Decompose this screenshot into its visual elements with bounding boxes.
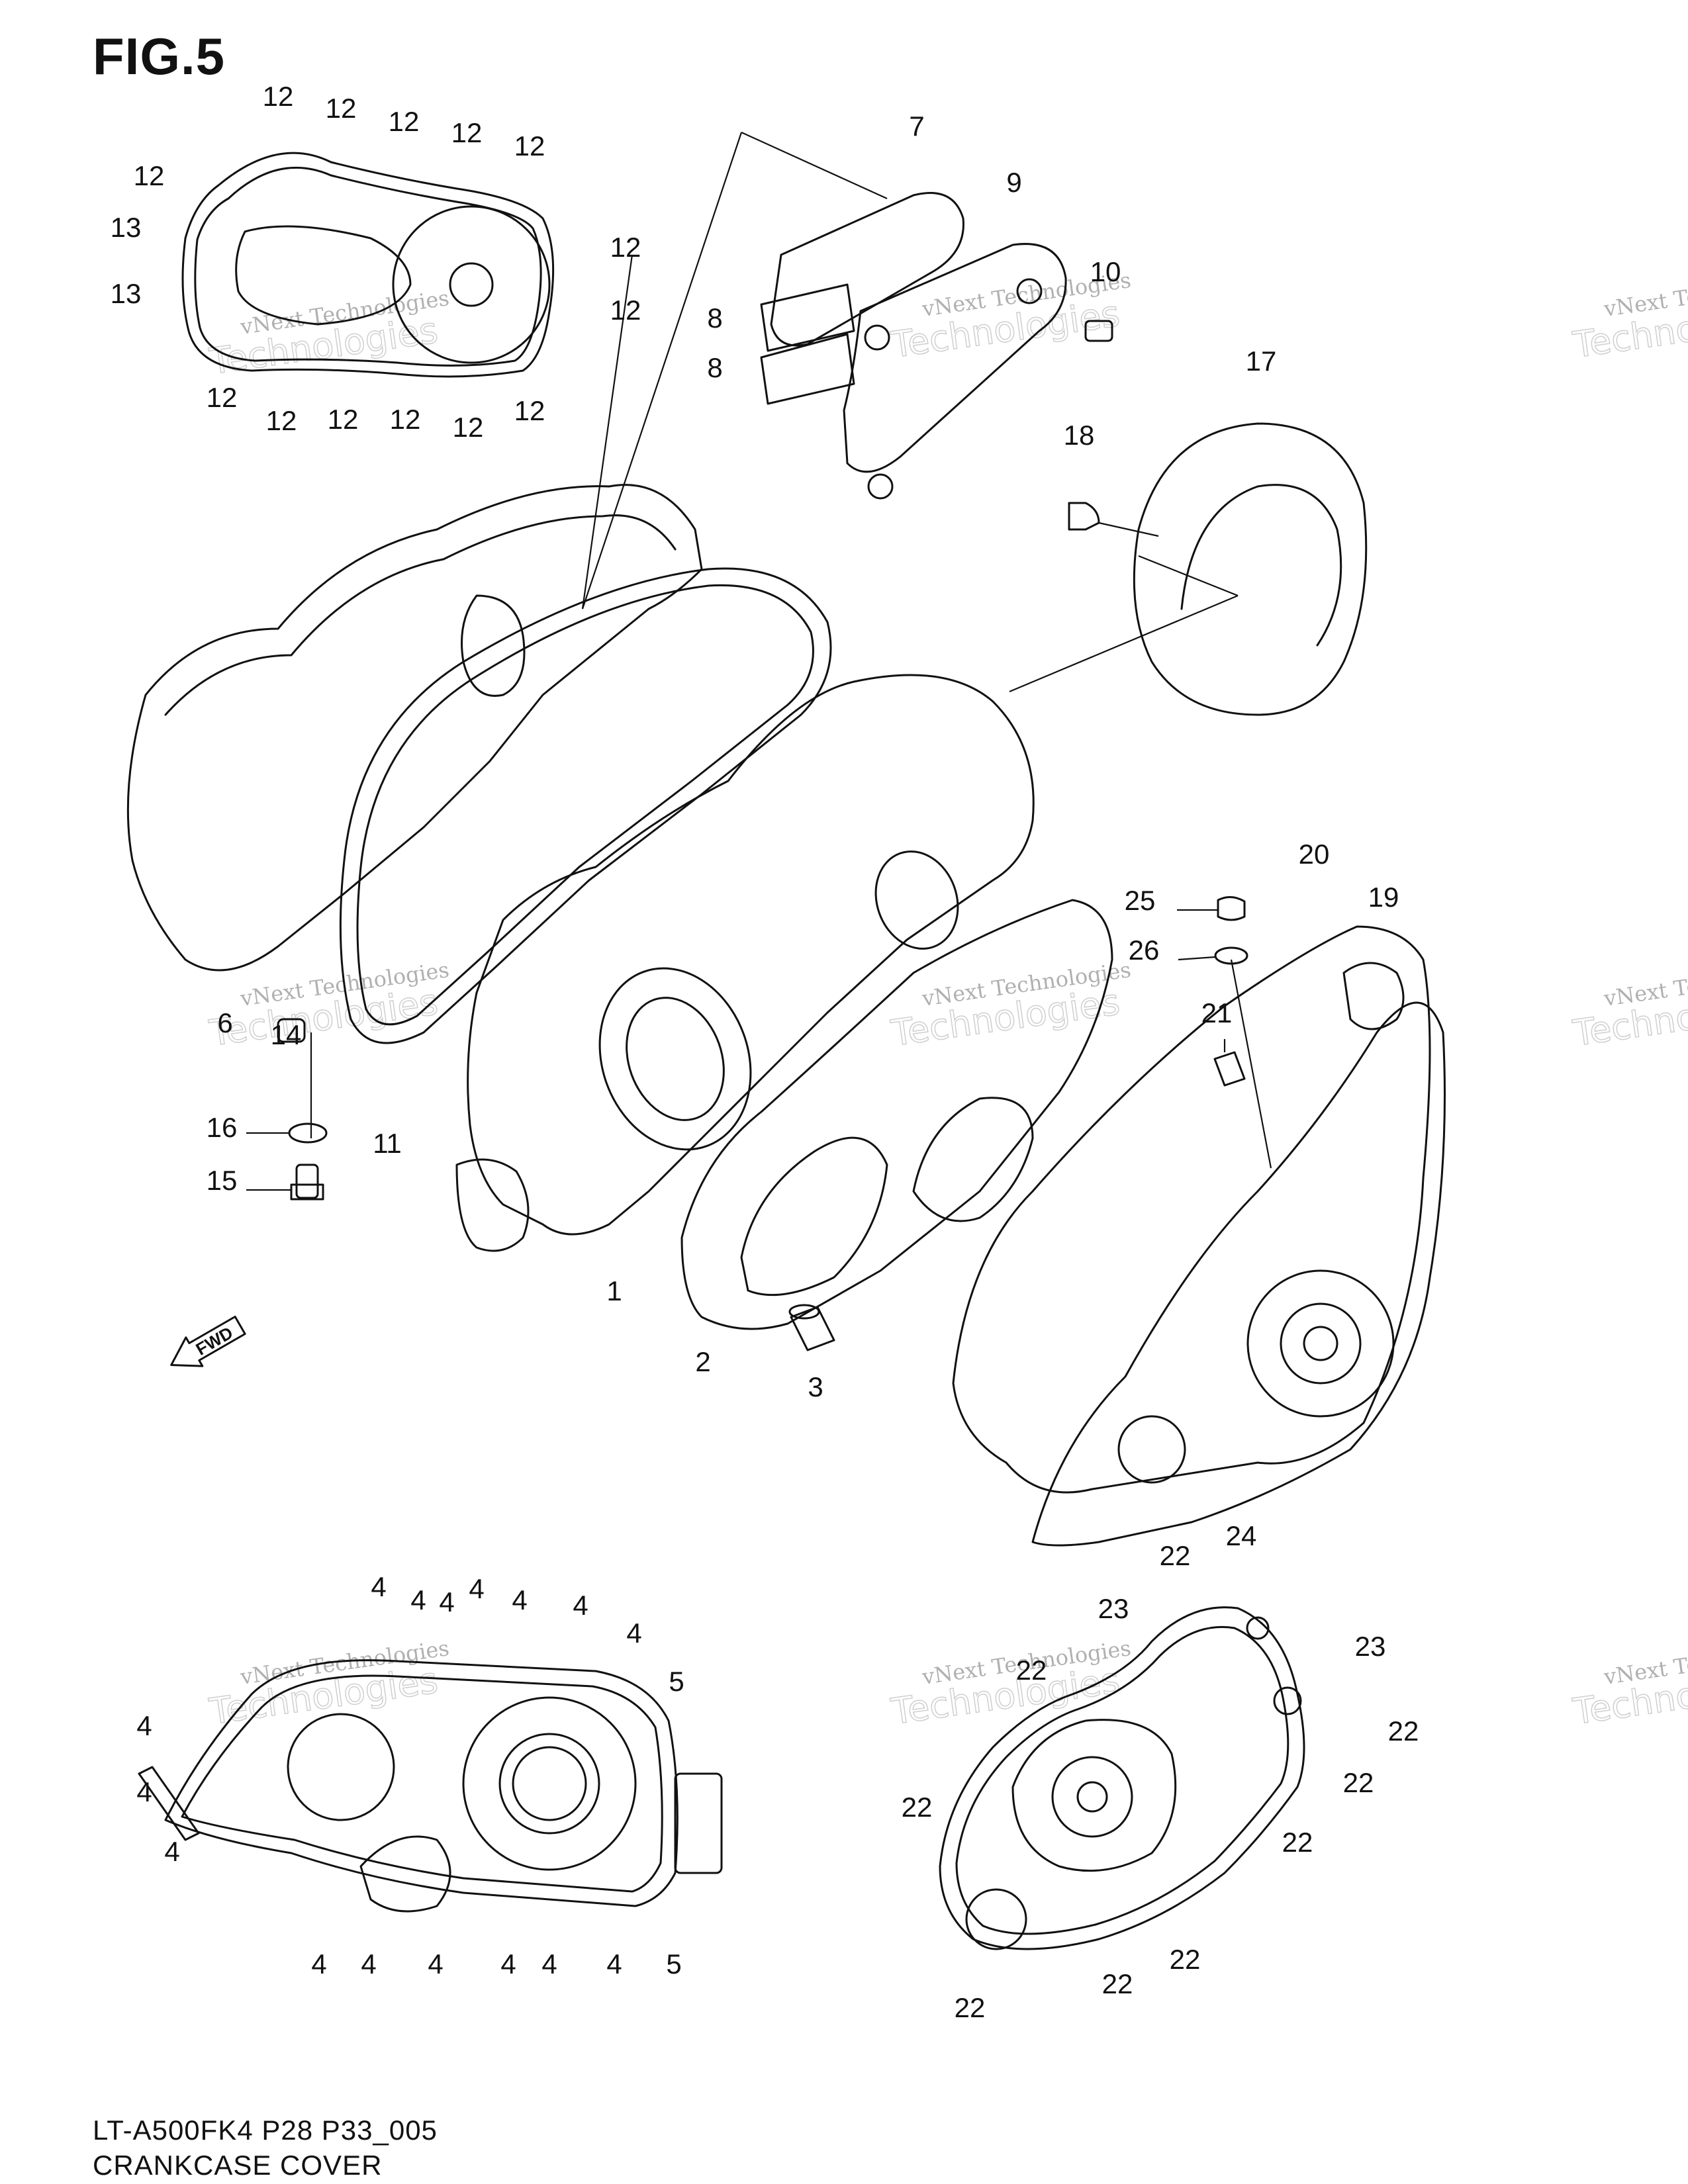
- callout-4: 4: [428, 1948, 443, 1979]
- clutch-cover-plate: [1009, 422, 1368, 716]
- callout-9: 9: [1006, 167, 1021, 198]
- callout-12: 12: [263, 81, 294, 112]
- callout-12: 12: [610, 232, 641, 263]
- callout-12: 12: [207, 382, 238, 413]
- callout-22: 22: [1388, 1715, 1419, 1747]
- callout-4: 4: [606, 1948, 622, 1979]
- callout-4: 4: [573, 1590, 588, 1621]
- callout-15: 15: [207, 1165, 238, 1196]
- callout-22: 22: [1016, 1655, 1047, 1686]
- callout-12: 12: [389, 106, 420, 137]
- crankcase-cover-1: [455, 674, 1035, 1252]
- cover-gasket-2: [680, 899, 1113, 1330]
- callout-22: 22: [1160, 1540, 1191, 1571]
- callout-22: 22: [1282, 1827, 1313, 1858]
- callout-4: 4: [500, 1948, 516, 1979]
- callout-12: 12: [514, 395, 545, 426]
- callout-12: 12: [514, 130, 545, 161]
- callout-4: 4: [136, 1776, 152, 1807]
- drain-bolt-parts: [246, 1018, 328, 1201]
- watermark-group: vNext Technologies Technologies vNext Te…: [206, 267, 1688, 1733]
- callout-2: 2: [695, 1346, 710, 1377]
- callout-22: 22: [902, 1792, 933, 1823]
- callout-4: 4: [439, 1586, 454, 1617]
- callout-12: 12: [453, 412, 484, 443]
- callout-22: 22: [955, 1992, 986, 2023]
- callout-4: 4: [361, 1948, 376, 1979]
- callout-14: 14: [271, 1019, 302, 1050]
- callout-5: 5: [666, 1948, 681, 1979]
- callout-12: 12: [390, 404, 421, 435]
- callout-12: 12: [266, 405, 297, 436]
- callout-4: 4: [136, 1710, 152, 1741]
- callout-12: 12: [451, 117, 483, 148]
- model-code: LT-A500FK4 P28 P33_005: [93, 2115, 438, 2146]
- callout-22: 22: [1170, 1944, 1201, 1975]
- callout-4: 4: [512, 1584, 527, 1615]
- callout-4: 4: [311, 1948, 326, 1979]
- callout-8: 8: [707, 352, 722, 383]
- section-title: CRANKCASE COVER: [93, 2150, 383, 2181]
- callout-17: 17: [1246, 345, 1277, 377]
- callout-4: 4: [164, 1836, 179, 1867]
- callout-23: 23: [1355, 1631, 1386, 1662]
- inset-cover-bolts: [138, 1659, 723, 1913]
- inset-cover-gasket: [181, 152, 555, 378]
- guide-plates: [741, 131, 1113, 500]
- crankcase-cover-main: [126, 132, 743, 972]
- callout-13: 13: [111, 212, 142, 243]
- callout-10: 10: [1090, 256, 1121, 287]
- callout-19: 19: [1368, 882, 1399, 913]
- cover-gasket: [339, 567, 832, 1044]
- callout-7: 7: [909, 111, 924, 142]
- dowel-pin: [788, 1304, 835, 1351]
- callout-12: 12: [610, 295, 641, 326]
- callout-1: 1: [606, 1275, 622, 1306]
- inset-magneto-bolts: [939, 1606, 1305, 1950]
- callout-4: 4: [541, 1948, 557, 1979]
- callout-24: 24: [1226, 1520, 1257, 1551]
- callout-8: 8: [707, 302, 722, 334]
- callout-11: 11: [373, 1128, 402, 1159]
- callout-5: 5: [669, 1666, 684, 1697]
- fwd-arrow: FWD: [170, 1316, 246, 1367]
- callout-22: 22: [1343, 1767, 1374, 1798]
- callout-4: 4: [626, 1617, 641, 1649]
- callout-12: 12: [134, 160, 165, 191]
- figure-title: FIG.5: [93, 27, 226, 85]
- callout-13: 13: [111, 278, 142, 309]
- callout-4: 4: [410, 1584, 426, 1615]
- callout-3: 3: [808, 1371, 823, 1402]
- callout-25: 25: [1125, 885, 1156, 916]
- callout-6: 6: [217, 1007, 232, 1038]
- callout-22: 22: [1102, 1968, 1133, 1999]
- callout-20: 20: [1299, 839, 1330, 870]
- magneto-cover: [952, 896, 1446, 1547]
- callout-16: 16: [207, 1112, 238, 1143]
- callout-12: 12: [328, 404, 359, 435]
- callout-23: 23: [1098, 1593, 1129, 1624]
- callout-21: 21: [1201, 997, 1233, 1028]
- callout-12: 12: [326, 93, 357, 124]
- callout-26: 26: [1129, 934, 1160, 966]
- callout-4: 4: [371, 1571, 386, 1602]
- callout-18: 18: [1064, 420, 1095, 451]
- callout-4: 4: [469, 1573, 484, 1604]
